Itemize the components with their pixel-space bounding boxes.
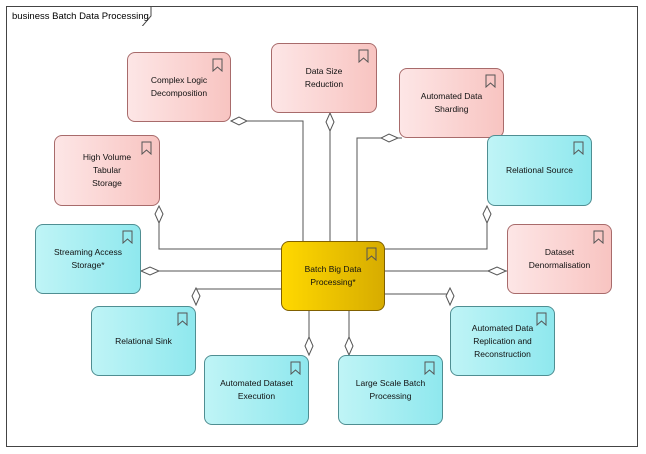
aggregation-diamond-icon	[139, 266, 161, 276]
node-complex-logic-decomposition[interactable]: Complex Logic Decomposition	[127, 52, 231, 122]
node-relational-sink[interactable]: Relational Sink	[91, 306, 196, 376]
aggregation-diamond-icon	[445, 286, 455, 307]
bookmark-icon	[573, 141, 584, 155]
node-label: Automated Data Sharding	[420, 91, 483, 114]
node-high-volume-tabular-storage[interactable]: High Volume Tabular Storage	[54, 135, 160, 206]
node-label: Relational Source	[505, 165, 574, 175]
aggregation-diamond-icon	[325, 111, 335, 133]
aggregation-diamond-icon	[379, 133, 400, 143]
node-automated-data-replication-and-reconstruction[interactable]: Automated Data Replication and Reconstru…	[450, 306, 555, 376]
node-data-size-reduction[interactable]: Data Size Reduction	[271, 43, 377, 113]
diagram-title: business Batch Data Processing	[12, 11, 149, 22]
bookmark-icon	[290, 361, 301, 375]
node-automated-data-sharding[interactable]: Automated Data Sharding	[399, 68, 504, 138]
connector-data-replication	[385, 293, 451, 305]
bookmark-icon	[424, 361, 435, 375]
node-automated-dataset-execution[interactable]: Automated Dataset Execution	[204, 355, 309, 425]
aggregation-diamond-icon	[154, 204, 164, 225]
bookmark-icon	[122, 230, 133, 244]
bookmark-icon	[536, 312, 547, 326]
aggregation-diamond-icon	[304, 335, 314, 357]
node-streaming-access-storage[interactable]: Streaming Access Storage*	[35, 224, 141, 294]
node-relational-source[interactable]: Relational Source	[487, 135, 592, 206]
node-label: Relational Sink	[115, 335, 172, 346]
node-dataset-denormalisation[interactable]: Dataset Denormalisation	[507, 224, 612, 294]
bookmark-icon	[358, 49, 369, 63]
bookmark-icon	[485, 74, 496, 88]
node-batch-big-data-processing[interactable]: Batch Big Data Processing*	[281, 241, 385, 311]
node-label: High Volume Tabular Storage	[82, 152, 132, 188]
aggregation-diamond-icon	[191, 286, 201, 307]
connector-automated-data-sharding	[356, 137, 402, 241]
node-label: Automated Dataset Execution	[220, 378, 293, 401]
node-label: Dataset Denormalisation	[528, 247, 591, 270]
aggregation-diamond-icon	[482, 204, 492, 225]
node-label: Large Scale Batch Processing	[355, 378, 426, 401]
connector-complex-logic	[239, 120, 304, 241]
node-label: Automated Data Replication and Reconstru…	[471, 322, 534, 359]
bookmark-icon	[593, 230, 604, 244]
bookmark-icon	[366, 247, 377, 261]
node-label: Batch Big Data Processing*	[304, 264, 362, 287]
bookmark-icon	[141, 141, 152, 155]
aggregation-diamond-icon	[486, 266, 508, 276]
node-large-scale-batch-processing[interactable]: Large Scale Batch Processing	[338, 355, 443, 425]
title-tab	[6, 6, 152, 26]
bookmark-icon	[212, 58, 223, 72]
node-label: Complex Logic Decomposition	[150, 75, 208, 98]
node-label: Streaming Access Storage*	[53, 247, 123, 270]
bookmark-icon	[177, 312, 188, 326]
connector-relational-source	[385, 206, 488, 250]
connector-high-volume	[158, 206, 281, 250]
connector-relational-sink	[195, 288, 281, 305]
node-label: Data Size Reduction	[304, 66, 344, 89]
aggregation-diamond-icon	[229, 116, 249, 126]
aggregation-diamond-icon	[344, 335, 354, 357]
